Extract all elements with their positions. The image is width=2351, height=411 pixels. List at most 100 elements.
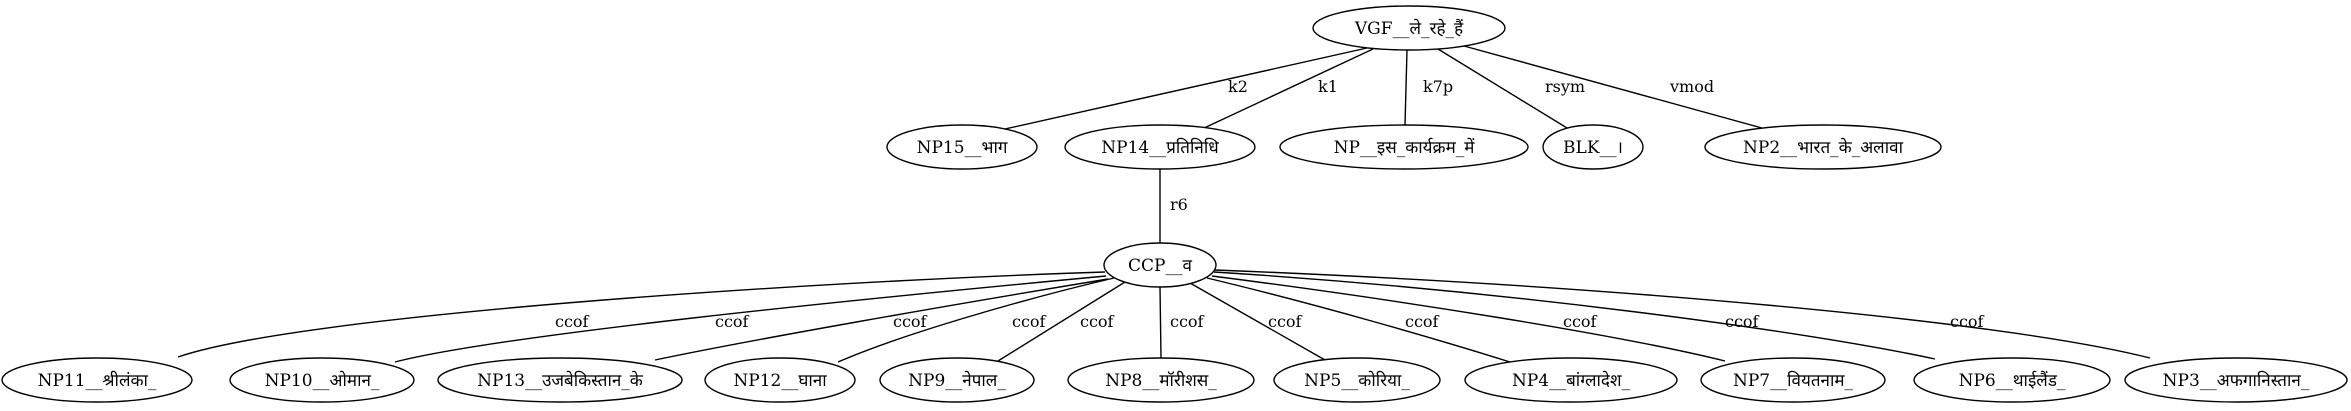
edge-line bbox=[1159, 286, 1162, 359]
node-ellipse bbox=[1704, 124, 1942, 170]
edge-label: k2 bbox=[1228, 77, 1248, 96]
edge-label: vmod bbox=[1669, 77, 1714, 96]
node-label: VGF__ले_रहे_हैं bbox=[1354, 18, 1464, 39]
edge-line bbox=[997, 281, 1126, 362]
edge-line bbox=[1201, 48, 1374, 130]
node-ellipse bbox=[879, 357, 1035, 403]
node-np14: NP14__प्रतिनिधि bbox=[1064, 124, 1256, 170]
node-ellipse bbox=[1464, 357, 1678, 403]
node-np4: NP4__बांग्लादेश_ bbox=[1464, 357, 1678, 403]
edge-ccp-np12: ccof bbox=[837, 277, 1115, 363]
edge-label: r6 bbox=[1170, 195, 1188, 214]
node-label: BLK__। bbox=[1563, 138, 1623, 158]
node-label: NP5__कोरिया_ bbox=[1304, 370, 1410, 391]
node-ellipse bbox=[1913, 357, 2111, 403]
edge-label: ccof bbox=[893, 312, 928, 331]
edge-label: k7p bbox=[1423, 77, 1453, 96]
edge-ccp-np3: ccof bbox=[1214, 269, 2151, 359]
edge-line bbox=[1214, 269, 2151, 359]
node-ellipse bbox=[2124, 357, 2348, 403]
edge-vgf-blk: rsym bbox=[1437, 48, 1585, 129]
node-np5: NP5__कोरिया_ bbox=[1273, 357, 1441, 403]
node-label: NP7__वियतनाम_ bbox=[1733, 370, 1854, 391]
node-ellipse bbox=[1542, 124, 1644, 170]
node-label: NP8__मॉरीशस_ bbox=[1105, 370, 1217, 391]
node-blk: BLK__। bbox=[1542, 124, 1644, 170]
node-ellipse bbox=[704, 357, 856, 403]
edge-label: ccof bbox=[1268, 312, 1303, 331]
edge-vgf-np: k7p bbox=[1404, 49, 1453, 126]
node-label: NP9__नेपाल_ bbox=[908, 370, 1006, 391]
node-label: NP6__थाईलैंड_ bbox=[1959, 370, 2066, 391]
node-label: NP2__भारत_के_अलावा bbox=[1743, 137, 1904, 158]
edge-line bbox=[1463, 45, 1763, 129]
edge-vgf-np2: vmod bbox=[1463, 45, 1763, 129]
node-np3: NP3__अफगानिस्तान_ bbox=[2124, 357, 2348, 403]
node-ellipse bbox=[886, 124, 1038, 170]
node-ellipse bbox=[1273, 357, 1441, 403]
edge-vgf-np14: k1 bbox=[1201, 48, 1374, 130]
edge-np14-ccp: r6 bbox=[1159, 169, 1188, 243]
edge-line bbox=[1004, 47, 1368, 130]
edge-ccp-np10: ccof bbox=[394, 275, 1107, 363]
edge-label: k1 bbox=[1318, 77, 1338, 96]
node-np15: NP15__भाग bbox=[886, 124, 1038, 170]
node-label: NP4__बांग्लादेश_ bbox=[1512, 370, 1631, 391]
node-label: NP12__घाना bbox=[733, 371, 827, 391]
edge-line bbox=[1211, 275, 1726, 362]
node-ccp: CCP__व bbox=[1103, 242, 1217, 288]
edge-label: ccof bbox=[1563, 312, 1598, 331]
edge-ccp-np7: ccof bbox=[1211, 275, 1726, 362]
edge-ccp-np8: ccof bbox=[1159, 286, 1205, 359]
edge-label: ccof bbox=[715, 312, 750, 331]
node-np12: NP12__घाना bbox=[704, 357, 856, 403]
node-label: NP11__श्रीलंका_ bbox=[38, 370, 157, 391]
node-ellipse bbox=[1279, 124, 1529, 170]
edge-label: ccof bbox=[1725, 312, 1760, 331]
edge-label: ccof bbox=[1170, 312, 1205, 331]
edge-vgf-np15: k2 bbox=[1004, 47, 1368, 130]
edge-line bbox=[394, 275, 1107, 363]
edge-label: ccof bbox=[1405, 312, 1440, 331]
node-ellipse bbox=[1700, 357, 1886, 403]
node-np: NP__इस_कार्यक्रम_में bbox=[1279, 124, 1529, 170]
node-np7: NP7__वियतनाम_ bbox=[1700, 357, 1886, 403]
node-label: NP3__अफगानिस्तान_ bbox=[2163, 370, 2310, 391]
edge-line bbox=[177, 271, 1106, 358]
edge-line bbox=[1404, 49, 1408, 126]
edge-ccp-np4: ccof bbox=[1206, 277, 1511, 363]
edge-label: rsym bbox=[1545, 77, 1585, 96]
node-label: NP15__भाग bbox=[917, 138, 1008, 158]
edge-label: ccof bbox=[1080, 312, 1115, 331]
node-np9: NP9__नेपाल_ bbox=[879, 357, 1035, 403]
node-np13: NP13__उजबेकिस्तान_के bbox=[437, 357, 683, 403]
nodes-layer: VGF__ले_रहे_हैं NP15__भाग NP14__प्रतिनिधि N… bbox=[1, 5, 2348, 403]
edge-label: ccof bbox=[555, 312, 590, 331]
edge-line bbox=[1189, 282, 1326, 361]
node-label: NP13__उजबेकिस्तान_के bbox=[477, 370, 644, 391]
node-np8: NP8__मॉरीशस_ bbox=[1067, 357, 1255, 403]
node-ellipse bbox=[1064, 124, 1256, 170]
node-label: NP__इस_कार्यक्रम_में bbox=[1334, 137, 1476, 158]
edges-layer: k2 k1 k7p rsym vmod r6 ccof ccof ccof ccof ccof cco… bbox=[177, 45, 2151, 363]
edge-ccp-np5: ccof bbox=[1189, 282, 1326, 361]
node-label: NP10__ओमान_ bbox=[265, 370, 380, 391]
node-np11: NP11__श्रीलंका_ bbox=[1, 357, 193, 403]
node-vgf: VGF__ले_रहे_हैं bbox=[1312, 5, 1506, 51]
edge-ccp-np11: ccof bbox=[177, 271, 1106, 358]
edge-line bbox=[654, 278, 1109, 361]
node-label: NP14__प्रतिनिधि bbox=[1101, 137, 1219, 158]
edge-ccp-np13: ccof bbox=[654, 278, 1109, 361]
node-np10: NP10__ओमान_ bbox=[229, 357, 415, 403]
edge-label: ccof bbox=[1012, 312, 1047, 331]
edge-label: ccof bbox=[1950, 312, 1985, 331]
edge-line bbox=[1437, 48, 1568, 129]
node-ellipse bbox=[1103, 242, 1217, 288]
node-np6: NP6__थाईलैंड_ bbox=[1913, 357, 2111, 403]
node-ellipse bbox=[1312, 5, 1506, 51]
edge-line bbox=[837, 277, 1115, 363]
node-ellipse bbox=[437, 357, 683, 403]
edge-line bbox=[1213, 271, 1936, 360]
node-label: CCP__व bbox=[1128, 256, 1192, 276]
